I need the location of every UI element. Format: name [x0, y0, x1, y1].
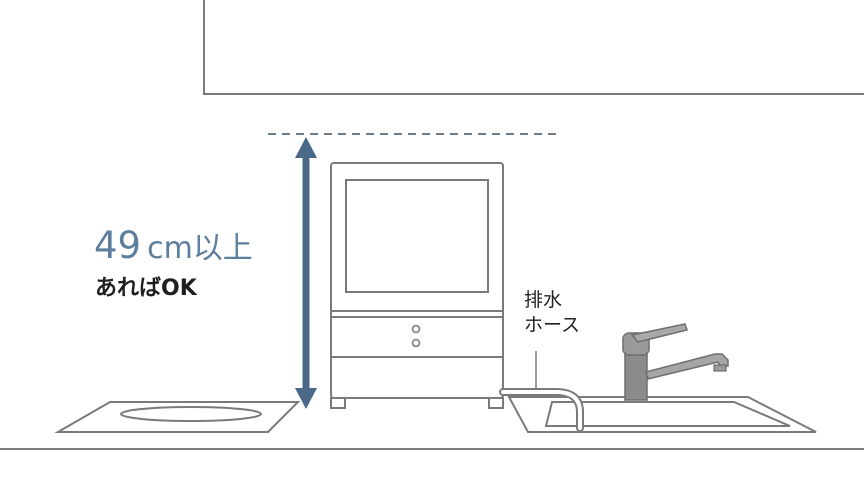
drain-hose-label: 排水 ホース — [524, 288, 580, 338]
ok-label: あればOK — [95, 276, 197, 301]
stove-hob — [54, 401, 301, 433]
faucet — [622, 323, 729, 401]
drain-hose — [499, 351, 584, 432]
dishwasher — [330, 162, 504, 409]
drain-hose-label-line2: ホース — [524, 314, 581, 336]
height-unit: cm以上 — [147, 231, 253, 266]
height-arrow — [295, 137, 317, 409]
dishwasher-button — [411, 338, 421, 348]
dishwasher-button — [411, 324, 421, 334]
upper-cabinet — [203, 0, 864, 95]
height-value: 49 — [94, 224, 142, 267]
sink — [507, 396, 817, 433]
drain-hose-label-line1: 排水 — [524, 289, 563, 311]
